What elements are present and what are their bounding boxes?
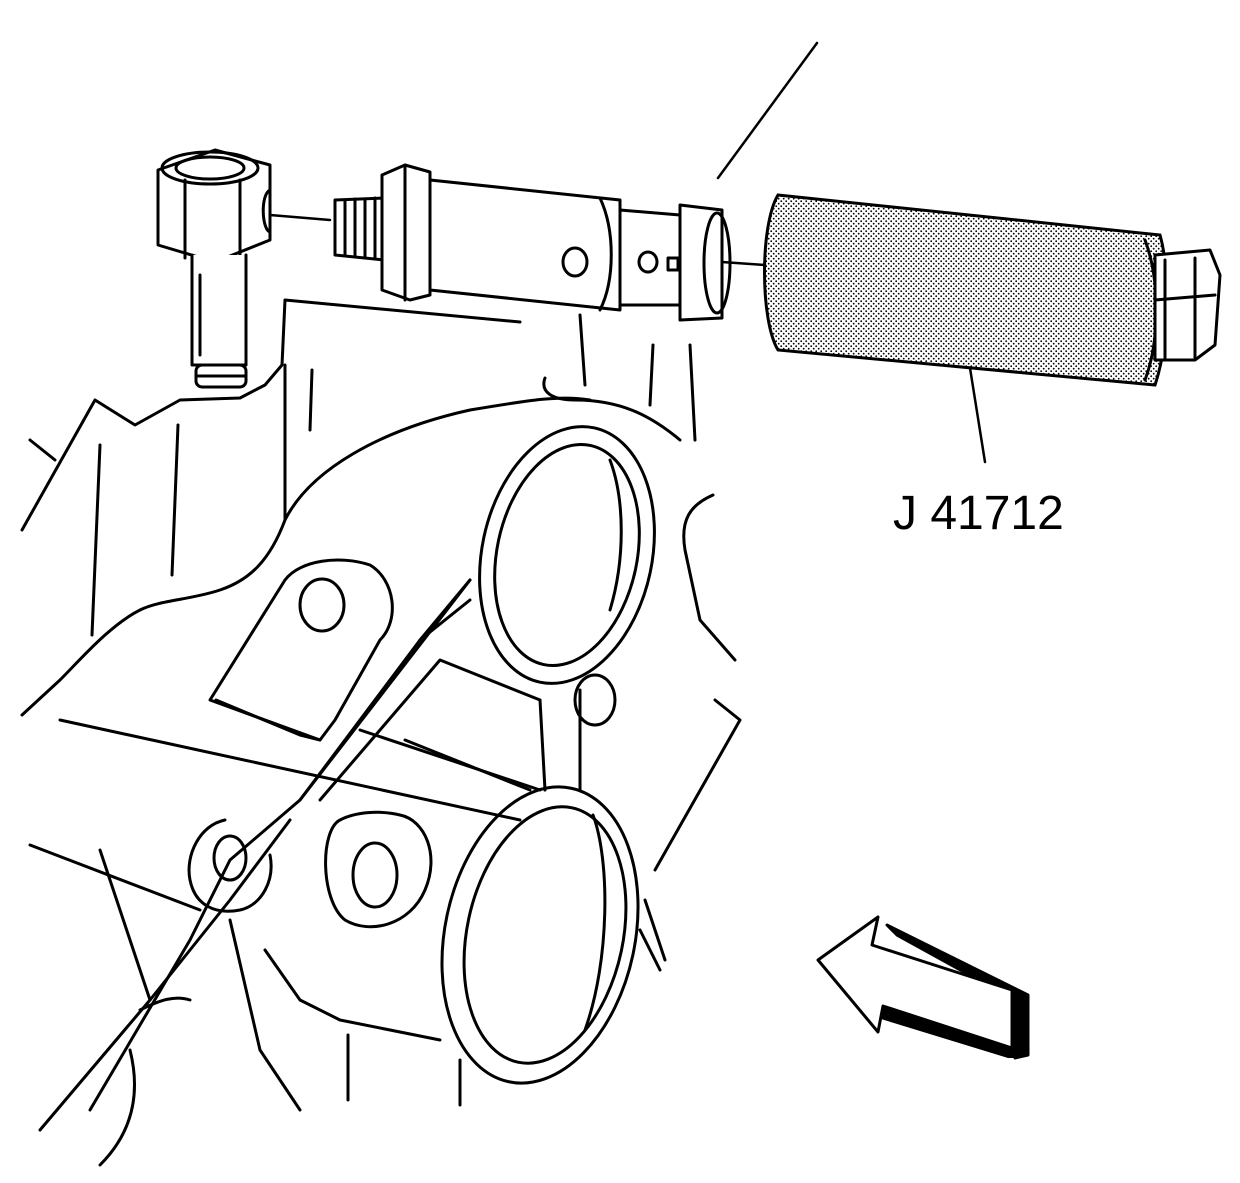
tool-callout-leader xyxy=(968,366,987,464)
part-callout-leader xyxy=(716,41,819,180)
engine-block-casting xyxy=(20,298,742,1167)
alignment-lines xyxy=(268,41,987,464)
tool-callout-label: J 41712 xyxy=(893,487,1064,540)
fitting-hex-body xyxy=(156,148,272,389)
view-direction-arrow-icon xyxy=(816,915,1030,1060)
adapter-valve-body xyxy=(333,163,732,322)
special-tool-cylinder xyxy=(763,193,1222,387)
